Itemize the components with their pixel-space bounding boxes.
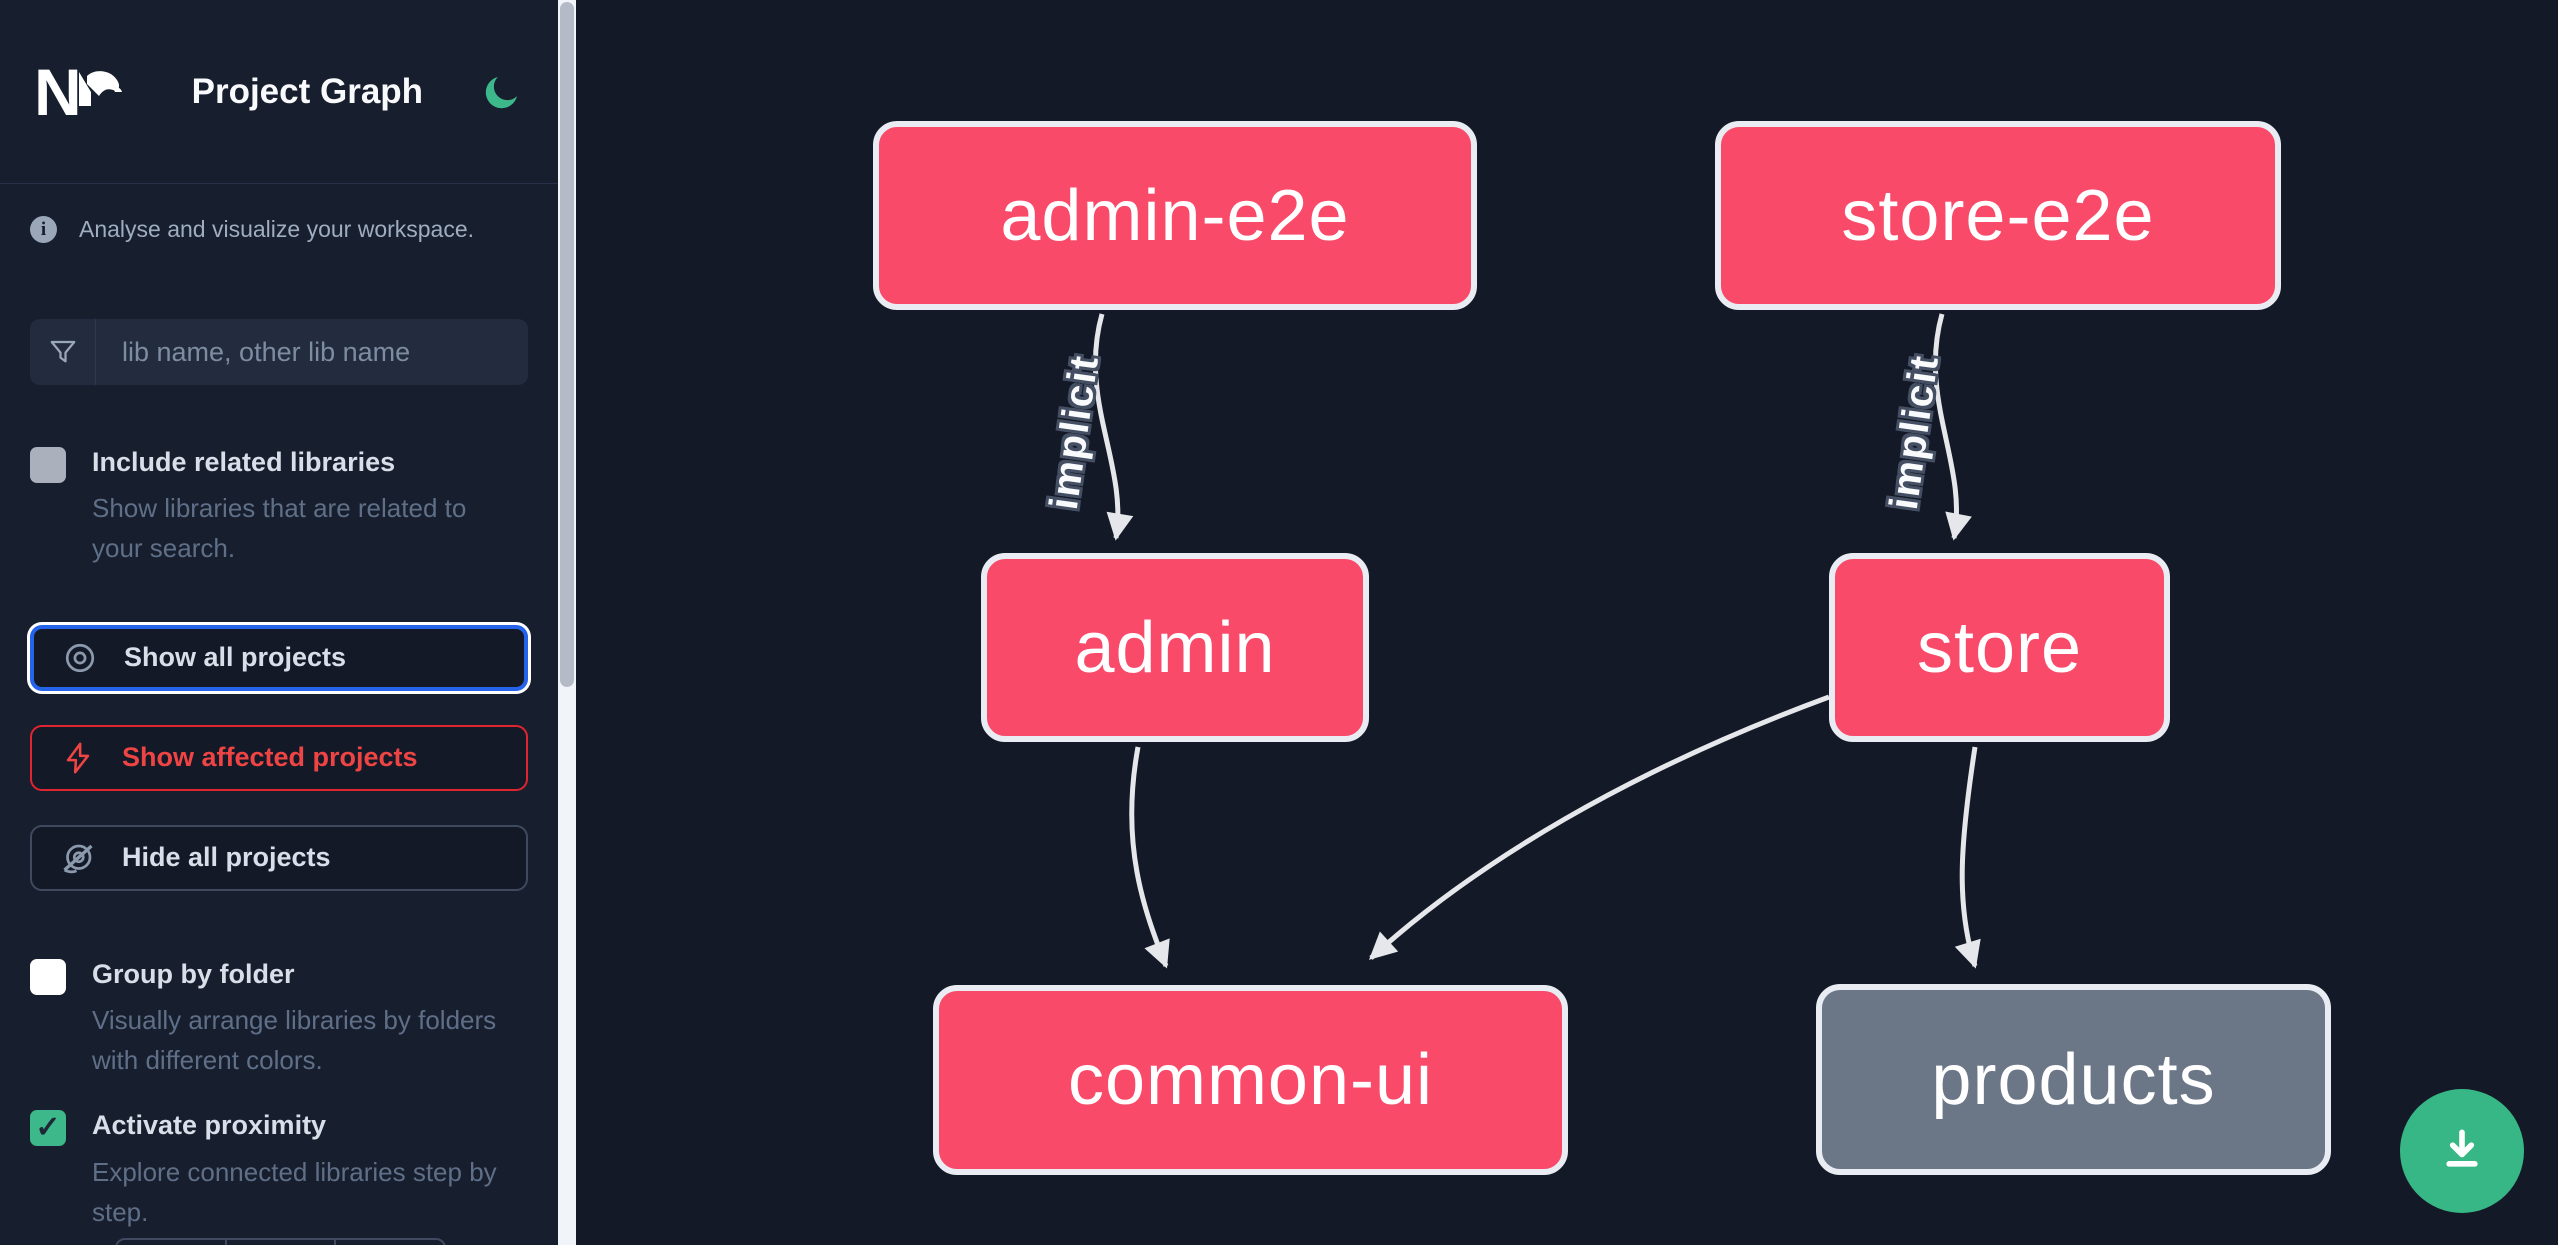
page-title: Project Graph [191,71,424,111]
show-all-projects-button[interactable]: Show all projects [30,624,528,691]
filter-icon-cell [30,319,96,386]
edge-admin-to-common-ui[interactable] [1129,746,1170,969]
node-admin-e2e[interactable]: admin-e2e [873,121,1477,310]
sidebar: N Project Graph i Analyse and visualize … [0,0,558,1245]
sidebar-scrollbar-thumb[interactable] [560,2,574,687]
download-graph-button[interactable] [2400,1089,2524,1213]
node-label: products [1931,1039,2216,1120]
show-affected-projects-button[interactable]: Show affected projects [30,724,528,791]
group-by-folder-description: Visually arrange libraries by folders wi… [92,1004,497,1076]
node-common-ui[interactable]: common-ui [933,985,1568,1175]
toggle-group-by-folder: ✓ Group by folder Visually arrange libra… [30,957,528,1081]
search-input[interactable] [96,319,528,386]
group-by-folder-label[interactable]: Group by folder [92,958,295,989]
include-related-description: Show libraries that are related to your … [92,493,467,564]
edge-store-e2e-to-store[interactable] [1932,313,1972,541]
edge-store-to-common-ui[interactable] [1369,694,1830,960]
node-store-e2e[interactable]: store-e2e [1715,121,2281,310]
filter-search-box [30,319,528,386]
show-affected-projects-label: Show affected projects [122,742,418,773]
graph-edges [1092,313,1981,969]
node-label: admin [1074,607,1276,688]
eye-icon [62,640,98,676]
header-divider [0,183,558,184]
funnel-icon [50,340,75,363]
moon-icon [485,76,517,108]
toggle-activate-proximity: ✓ Activate proximity Explore connected l… [30,1108,528,1232]
sidebar-header: N Project Graph [0,0,558,183]
include-related-checkbox[interactable]: ✓ [30,447,66,484]
hide-all-projects-button[interactable]: Hide all projects [30,824,528,891]
info-icon: i [30,216,57,243]
node-label: store [1916,607,2083,688]
activate-proximity-label[interactable]: Activate proximity [92,1110,327,1141]
include-related-label[interactable]: Include related libraries [92,447,396,478]
node-admin[interactable]: admin [981,553,1369,742]
activate-proximity-description: Explore connected libraries step by step… [92,1156,497,1227]
group-by-folder-checkbox[interactable]: ✓ [30,958,66,995]
nx-logo-swoosh-icon [78,70,122,106]
proximity-depth-segmented-control[interactable] [115,1238,446,1245]
segment-2[interactable] [227,1240,337,1245]
segment-3[interactable] [336,1240,444,1245]
node-label: store-e2e [1841,175,2155,256]
project-visibility-buttons: Show all projects Show affected projects [30,624,528,891]
dark-mode-toggle[interactable] [480,70,524,114]
download-icon [2446,1129,2478,1167]
show-all-projects-label: Show all projects [124,642,347,673]
node-products[interactable]: products [1816,984,2331,1175]
node-store[interactable]: store [1829,553,2170,742]
nx-logo-letter: N [34,54,82,129]
bolt-icon [60,740,96,776]
workspace-tagline: Analyse and visualize your workspace. [79,216,475,242]
sidebar-scrollbar-track[interactable] [558,0,576,1245]
edge-store-to-products[interactable] [1954,746,1981,969]
activate-proximity-checkbox[interactable]: ✓ [30,1110,66,1147]
graph-canvas[interactable]: implicit implicit admin-e2e store-e2e ad… [576,0,2558,1245]
hide-all-projects-label: Hide all projects [122,842,331,873]
toggle-include-related: ✓ Include related libraries Show librari… [30,445,528,569]
nx-logo: N [34,59,129,125]
workspace-tagline-row: i Analyse and visualize your workspace. [30,214,528,245]
checkmark-icon: ✓ [35,1111,61,1145]
node-label: admin-e2e [1000,175,1350,256]
segment-1[interactable] [117,1240,227,1245]
edge-admin-e2e-to-admin[interactable] [1092,313,1134,541]
eye-off-icon [60,840,96,876]
node-label: common-ui [1067,1040,1434,1120]
